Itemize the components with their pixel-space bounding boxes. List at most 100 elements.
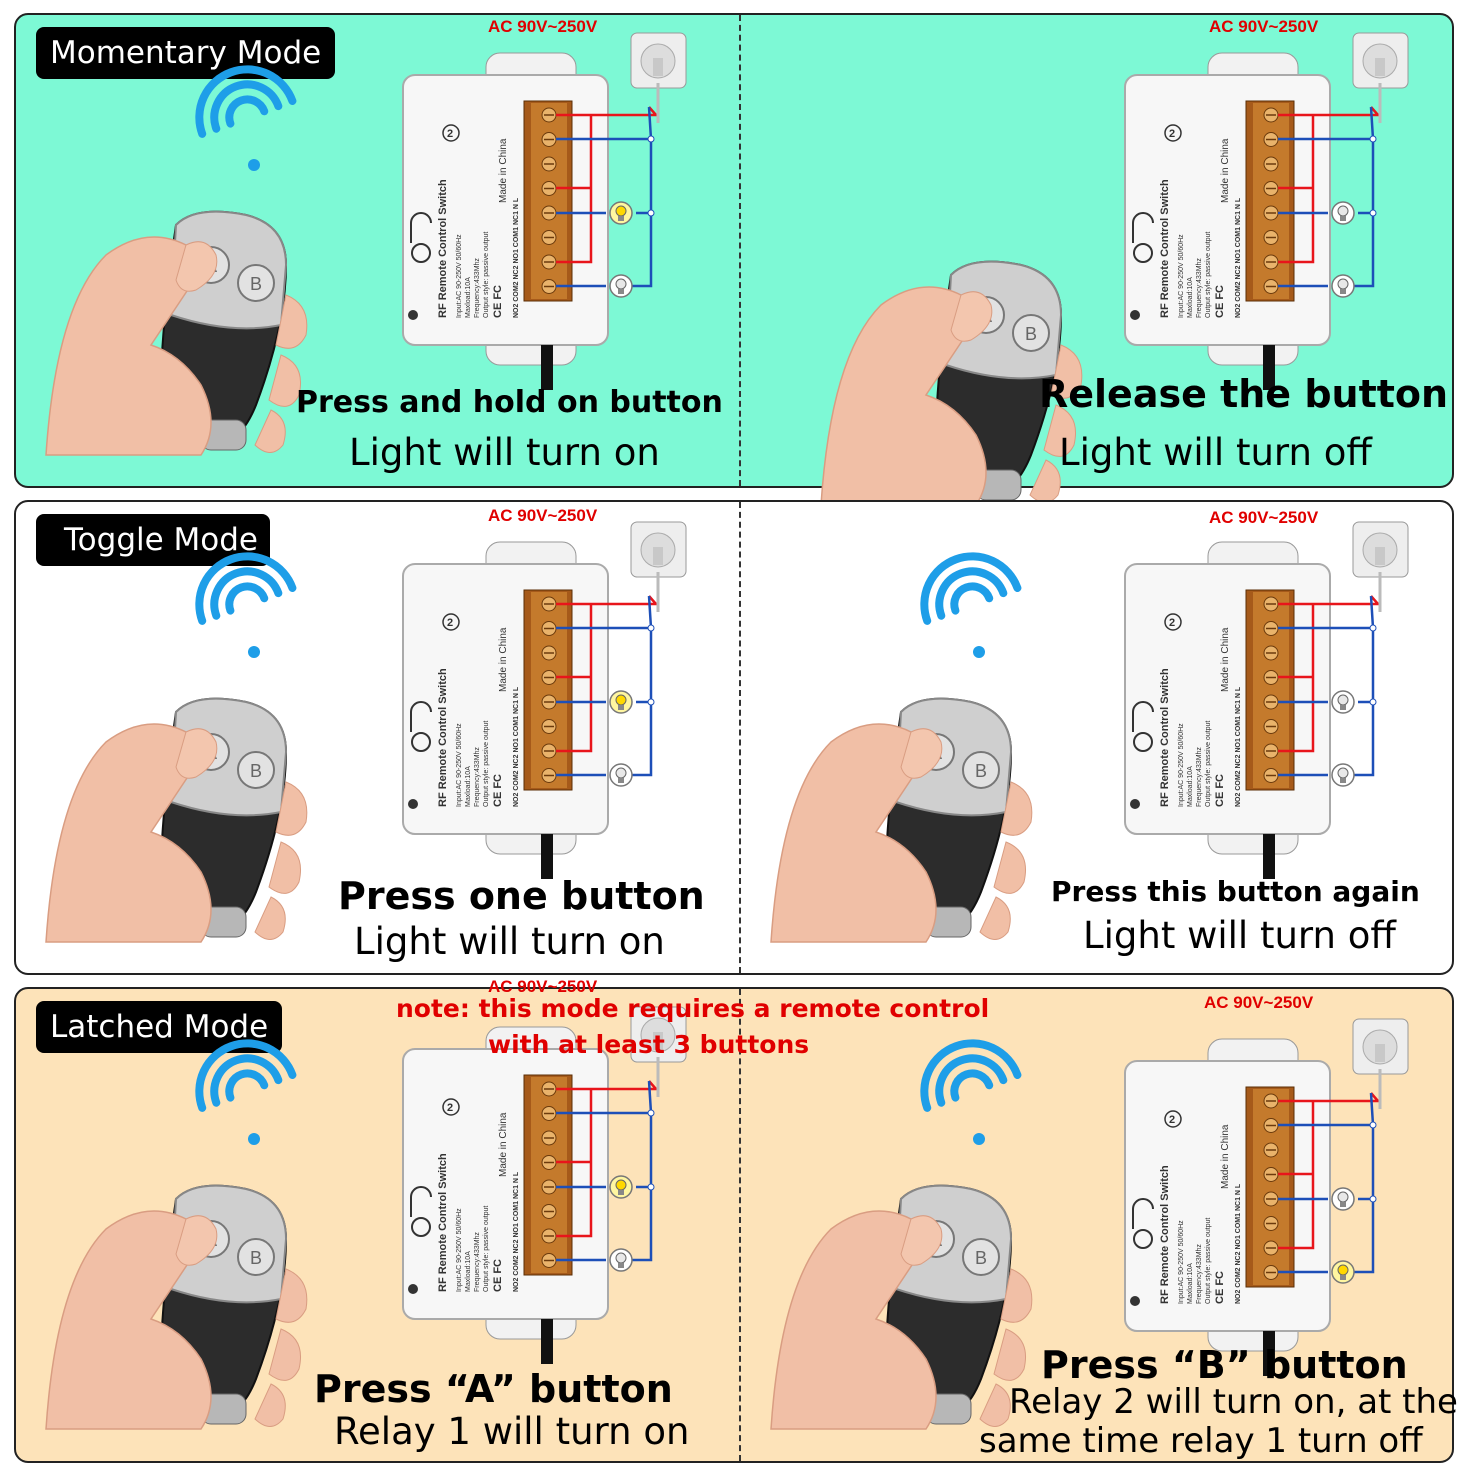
svg-text:CE FC: CE FC <box>1214 1271 1226 1304</box>
light-bulb-icon <box>1331 1260 1355 1284</box>
action-caption: Press one button <box>338 874 705 918</box>
hand-holding-remote: AB <box>820 260 1083 506</box>
svg-text:Input:AC 90-250V 50/60Hz: Input:AC 90-250V 50/60Hz <box>1178 1220 1185 1304</box>
light-bulb-icon <box>1331 690 1355 714</box>
svg-text:NO2 COM2 NC2 NO1 COM1 NC1 N: NO2 COM2 NC2 NO1 COM1 NC1 N L <box>513 686 520 807</box>
svg-text:Frequency:433Mhz: Frequency:433Mhz <box>474 747 481 807</box>
light-bulb-icon <box>609 763 633 787</box>
result-caption: Relay 1 will turn on <box>334 1410 690 1453</box>
light-bulb-icon <box>609 1248 633 1272</box>
toggle-left-half: Toggle Mode AC 90V~250V RF Remote Contro… <box>16 502 739 973</box>
svg-text:2: 2 <box>1169 617 1175 629</box>
hand-holding-remote: AB <box>45 552 308 943</box>
svg-text:Output style: passive output: Output style: passive output <box>1205 721 1212 807</box>
latched-left-half: Latched Mode AC 90V~250V RF Remote Contr… <box>16 977 739 1461</box>
svg-text:CE FC: CE FC <box>492 285 504 318</box>
svg-text:B: B <box>1025 324 1037 344</box>
hand-holding-remote: AB <box>770 1039 1033 1430</box>
svg-text:Output style: passive output: Output style: passive output <box>483 721 490 807</box>
note-line-1: note: this mode requires a remote contro… <box>396 994 990 1023</box>
svg-text:Input:AC 90-250V 50/60Hz: Input:AC 90-250V 50/60Hz <box>1178 234 1185 318</box>
hand-holding-remote: AB <box>770 552 1033 943</box>
wifi-signal-icon <box>195 65 297 171</box>
svg-text:Maxload:10A: Maxload:10A <box>465 1251 472 1292</box>
remote-button-b: B <box>237 264 275 302</box>
light-bulb-icon <box>609 690 633 714</box>
svg-text:NO2 COM2 NC2 NO1 COM1 NC1 N: NO2 COM2 NC2 NO1 COM1 NC1 N L <box>1235 686 1242 807</box>
light-bulb-icon <box>1331 763 1355 787</box>
ac-voltage-label: AC 90V~250V <box>1209 17 1319 36</box>
svg-text:Frequency:433Mhz: Frequency:433Mhz <box>1196 258 1203 318</box>
ac-voltage-label: AC 90V~250V <box>488 977 598 996</box>
latched-mode-panel: Latched Mode AC 90V~250V RF Remote Contr… <box>14 977 1458 1463</box>
svg-text:B: B <box>250 274 262 294</box>
svg-text:2: 2 <box>1169 128 1175 140</box>
hand <box>45 723 308 943</box>
mode-label: Latched Mode <box>36 1001 283 1053</box>
result-caption: Light will turn off <box>1059 431 1372 474</box>
svg-text:Maxload:10A: Maxload:10A <box>1187 277 1194 318</box>
remote-button-b: B <box>962 1238 1000 1276</box>
light-bulb-icon <box>609 1175 633 1199</box>
svg-text:Frequency:433Mhz: Frequency:433Mhz <box>1196 747 1203 807</box>
svg-text:Frequency:433Mhz: Frequency:433Mhz <box>474 258 481 318</box>
svg-text:Made in China: Made in China <box>498 1112 509 1177</box>
svg-text:2: 2 <box>447 617 453 629</box>
svg-text:Made in China: Made in China <box>1220 138 1231 203</box>
remote-button-b: B <box>237 751 275 789</box>
note-line-2: with at least 3 buttons <box>488 1030 810 1059</box>
svg-text:Made in China: Made in China <box>1220 627 1231 692</box>
svg-text:Made in China: Made in China <box>498 138 509 203</box>
ac-voltage-label: AC 90V~250V <box>1209 508 1319 527</box>
svg-text:Input:AC 90-250V 50/60Hz: Input:AC 90-250V 50/60Hz <box>456 234 463 318</box>
svg-text:CE FC: CE FC <box>492 1259 504 1292</box>
svg-text:Output style: passive output: Output style: passive output <box>1205 232 1212 318</box>
hand <box>770 723 1033 943</box>
remote-button-b: B <box>962 751 1000 789</box>
action-caption: Press “A” button <box>314 1367 673 1411</box>
svg-text:B: B <box>250 761 262 781</box>
light-bulb-icon <box>609 274 633 298</box>
wifi-signal-icon <box>920 552 1022 658</box>
hand-holding-remote: AB <box>45 65 308 456</box>
svg-text:RF Remote Control Switch: RF Remote Control Switch <box>1159 668 1171 807</box>
toggle-right-half: AC 90V~250V RF Remote Control Switch Inp… <box>741 502 1454 973</box>
result-caption: Light will turn on <box>349 431 660 474</box>
light-bulb-icon <box>1331 201 1355 225</box>
svg-text:Input:AC 90-250V 50/60Hz: Input:AC 90-250V 50/60Hz <box>456 1208 463 1292</box>
relay-module: RF Remote Control Switch Input:AC 90-250… <box>402 521 687 879</box>
wifi-signal-icon <box>195 1039 297 1145</box>
panel-divider <box>739 989 741 1461</box>
ac-voltage-label: AC 90V~250V <box>488 17 598 36</box>
light-bulb-icon <box>609 201 633 225</box>
action-caption: Release the button <box>1039 372 1449 416</box>
svg-text:Output style: passive output: Output style: passive output <box>1205 1218 1212 1304</box>
action-caption: Press and hold on button <box>296 385 723 420</box>
panel-divider <box>739 502 741 973</box>
svg-text:RF Remote Control Switch: RF Remote Control Switch <box>1159 179 1171 318</box>
light-bulb-icon <box>1331 274 1355 298</box>
svg-text:Made in China: Made in China <box>498 627 509 692</box>
ac-voltage-label: AC 90V~250V <box>488 506 598 525</box>
svg-text:Input:AC 90-250V 50/60Hz: Input:AC 90-250V 50/60Hz <box>456 723 463 807</box>
result-caption: Light will turn on <box>354 920 665 963</box>
result-caption-line2: same time relay 1 turn off <box>979 1421 1423 1461</box>
svg-text:NO2 COM2 NC2 NO1 COM1 NC1 N: NO2 COM2 NC2 NO1 COM1 NC1 N L <box>1235 197 1242 318</box>
remote-button-b: B <box>1012 314 1050 352</box>
toggle-mode-panel: Toggle Mode AC 90V~250V RF Remote Contro… <box>14 500 1454 975</box>
svg-text:Frequency:433Mhz: Frequency:433Mhz <box>474 1232 481 1292</box>
wifi-signal-icon <box>920 1039 1022 1145</box>
relay-module: RF Remote Control Switch Input:AC 90-250… <box>402 1006 687 1364</box>
svg-text:NO2 COM2 NC2 NO1 COM1 NC1 N: NO2 COM2 NC2 NO1 COM1 NC1 N L <box>513 197 520 318</box>
svg-text:CE FC: CE FC <box>1214 285 1226 318</box>
svg-text:Maxload:10A: Maxload:10A <box>465 766 472 807</box>
svg-text:Made in China: Made in China <box>1220 1124 1231 1189</box>
latched-right-half: AC 90V~250V RF Remote Control Switch Inp… <box>741 989 1458 1461</box>
svg-text:B: B <box>250 1248 262 1268</box>
svg-text:B: B <box>975 1248 987 1268</box>
svg-text:RF Remote Control Switch: RF Remote Control Switch <box>437 179 449 318</box>
svg-text:NO2 COM2 NC2 NO1 COM1 NC1 N: NO2 COM2 NC2 NO1 COM1 NC1 N L <box>1235 1183 1242 1304</box>
hand-holding-remote: AB <box>45 1039 308 1430</box>
panel-divider <box>739 15 741 486</box>
result-caption: Light will turn off <box>1083 914 1396 957</box>
